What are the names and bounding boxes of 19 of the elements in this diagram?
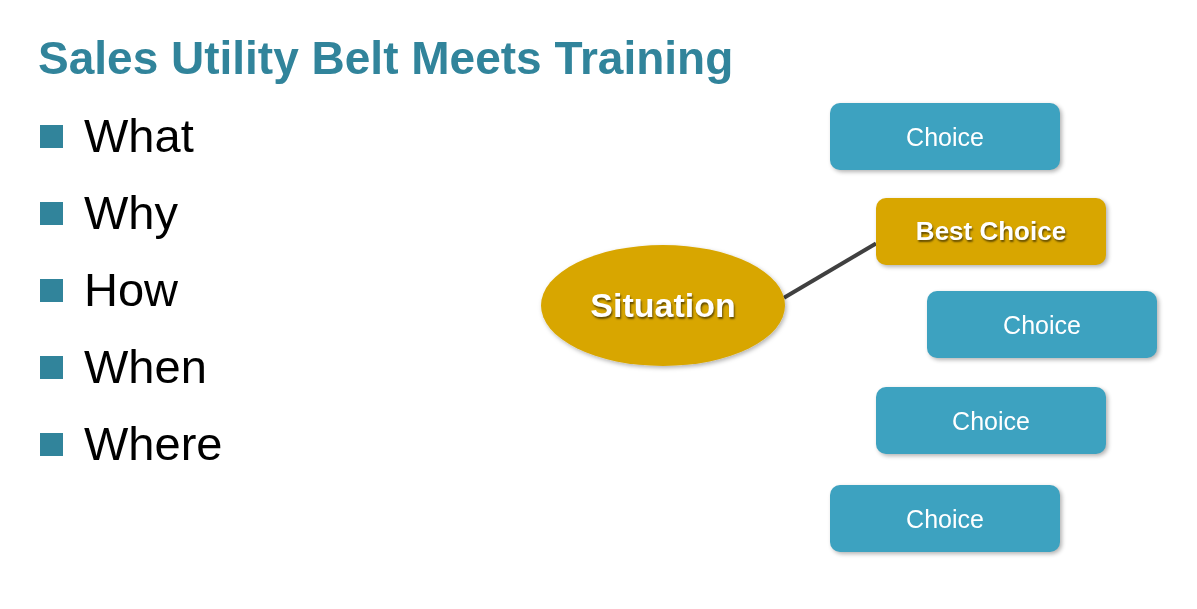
bullet-text: What (84, 108, 194, 163)
rounded-box (876, 387, 1106, 454)
node-label: Best Choice (915, 215, 1067, 248)
slide-title: Sales Utility Belt Meets Training (38, 31, 734, 86)
bullet-text: How (84, 262, 179, 317)
node-label: Situation (590, 285, 736, 326)
connector-line (783, 241, 877, 300)
rounded-box (830, 485, 1060, 552)
bullet-text: Why (84, 185, 178, 240)
rounded-box (876, 198, 1106, 265)
node-label: Choice (906, 121, 984, 152)
rounded-box (830, 103, 1060, 170)
bullet-text: When (84, 339, 207, 394)
node-label: Choice (906, 503, 984, 534)
rounded-box (927, 291, 1157, 358)
node-label: Choice (952, 405, 1030, 436)
bullet-text: Where (84, 416, 223, 471)
node-label: Choice (1003, 309, 1081, 340)
ellipse-node (541, 245, 785, 366)
